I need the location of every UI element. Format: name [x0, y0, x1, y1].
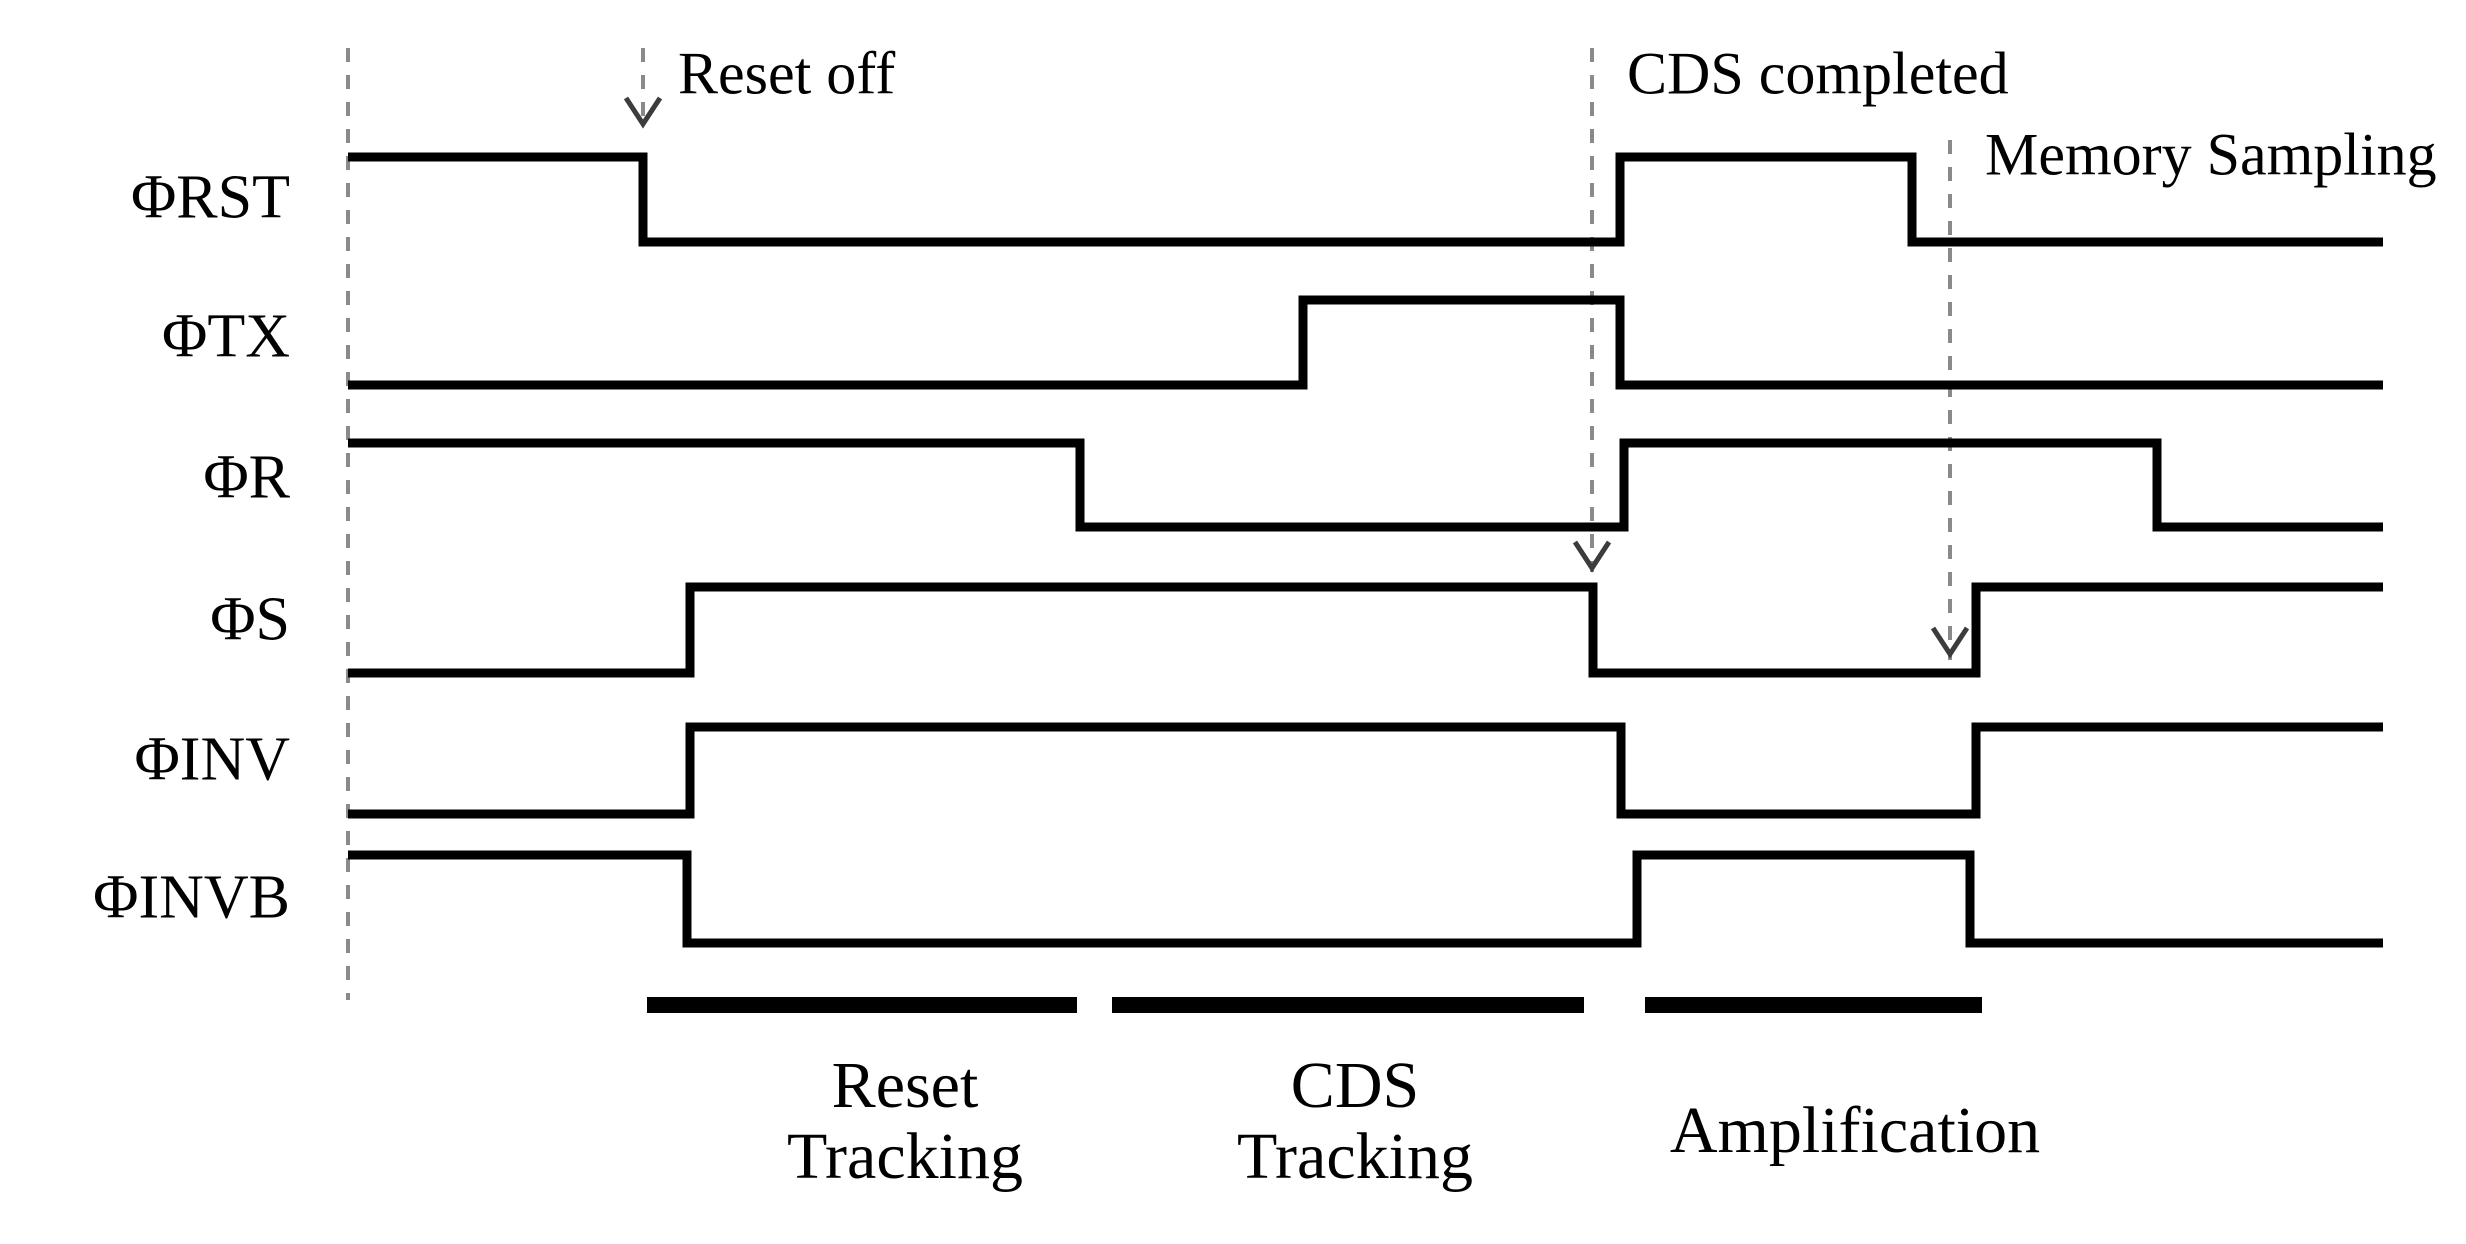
waveform-phi-r [348, 438, 2383, 532]
reset-off-marker-label: Reset off [678, 40, 896, 107]
signal-label-phi-s: ΦS [210, 585, 290, 654]
waveform-phi-inv [348, 722, 2383, 819]
memory-sampling-marker-label: Memory Sampling [1985, 121, 2437, 188]
signal-label-phi-rst: ΦRST [130, 163, 290, 232]
phase-label-cds-tracking: CDS Tracking [1237, 1049, 1473, 1194]
cds-completed-marker [1572, 48, 1612, 573]
phase-label-amplification: Amplification [1669, 1094, 2041, 1167]
waveform-phi-rst [348, 152, 2383, 247]
phase-label-reset-tracking: Reset Tracking [787, 1049, 1023, 1194]
waveform-phi-tx [348, 295, 2383, 390]
reset-off-marker [623, 48, 663, 129]
cds-completed-marker-arrowhead [1572, 540, 1612, 573]
phase-bar-cds-tracking [1112, 997, 1584, 1013]
signal-label-phi-tx: ΦTX [162, 302, 290, 371]
memory-sampling-marker-arrowhead [1930, 626, 1970, 659]
signal-label-phi-inv: ΦINV [134, 725, 290, 794]
signal-label-phi-invb: ΦINVB [93, 863, 290, 932]
memory-sampling-marker [1930, 140, 1970, 660]
signal-label-phi-r: ΦR [203, 443, 290, 512]
reset-off-marker-arrowhead [623, 96, 663, 129]
waveform-phi-invb [348, 850, 2383, 948]
waveform-phi-s [348, 582, 2383, 678]
phase-bar-reset-tracking [647, 997, 1077, 1013]
phase-bar-amplification [1645, 997, 1982, 1013]
cds-completed-marker-label: CDS completed [1627, 40, 2009, 107]
